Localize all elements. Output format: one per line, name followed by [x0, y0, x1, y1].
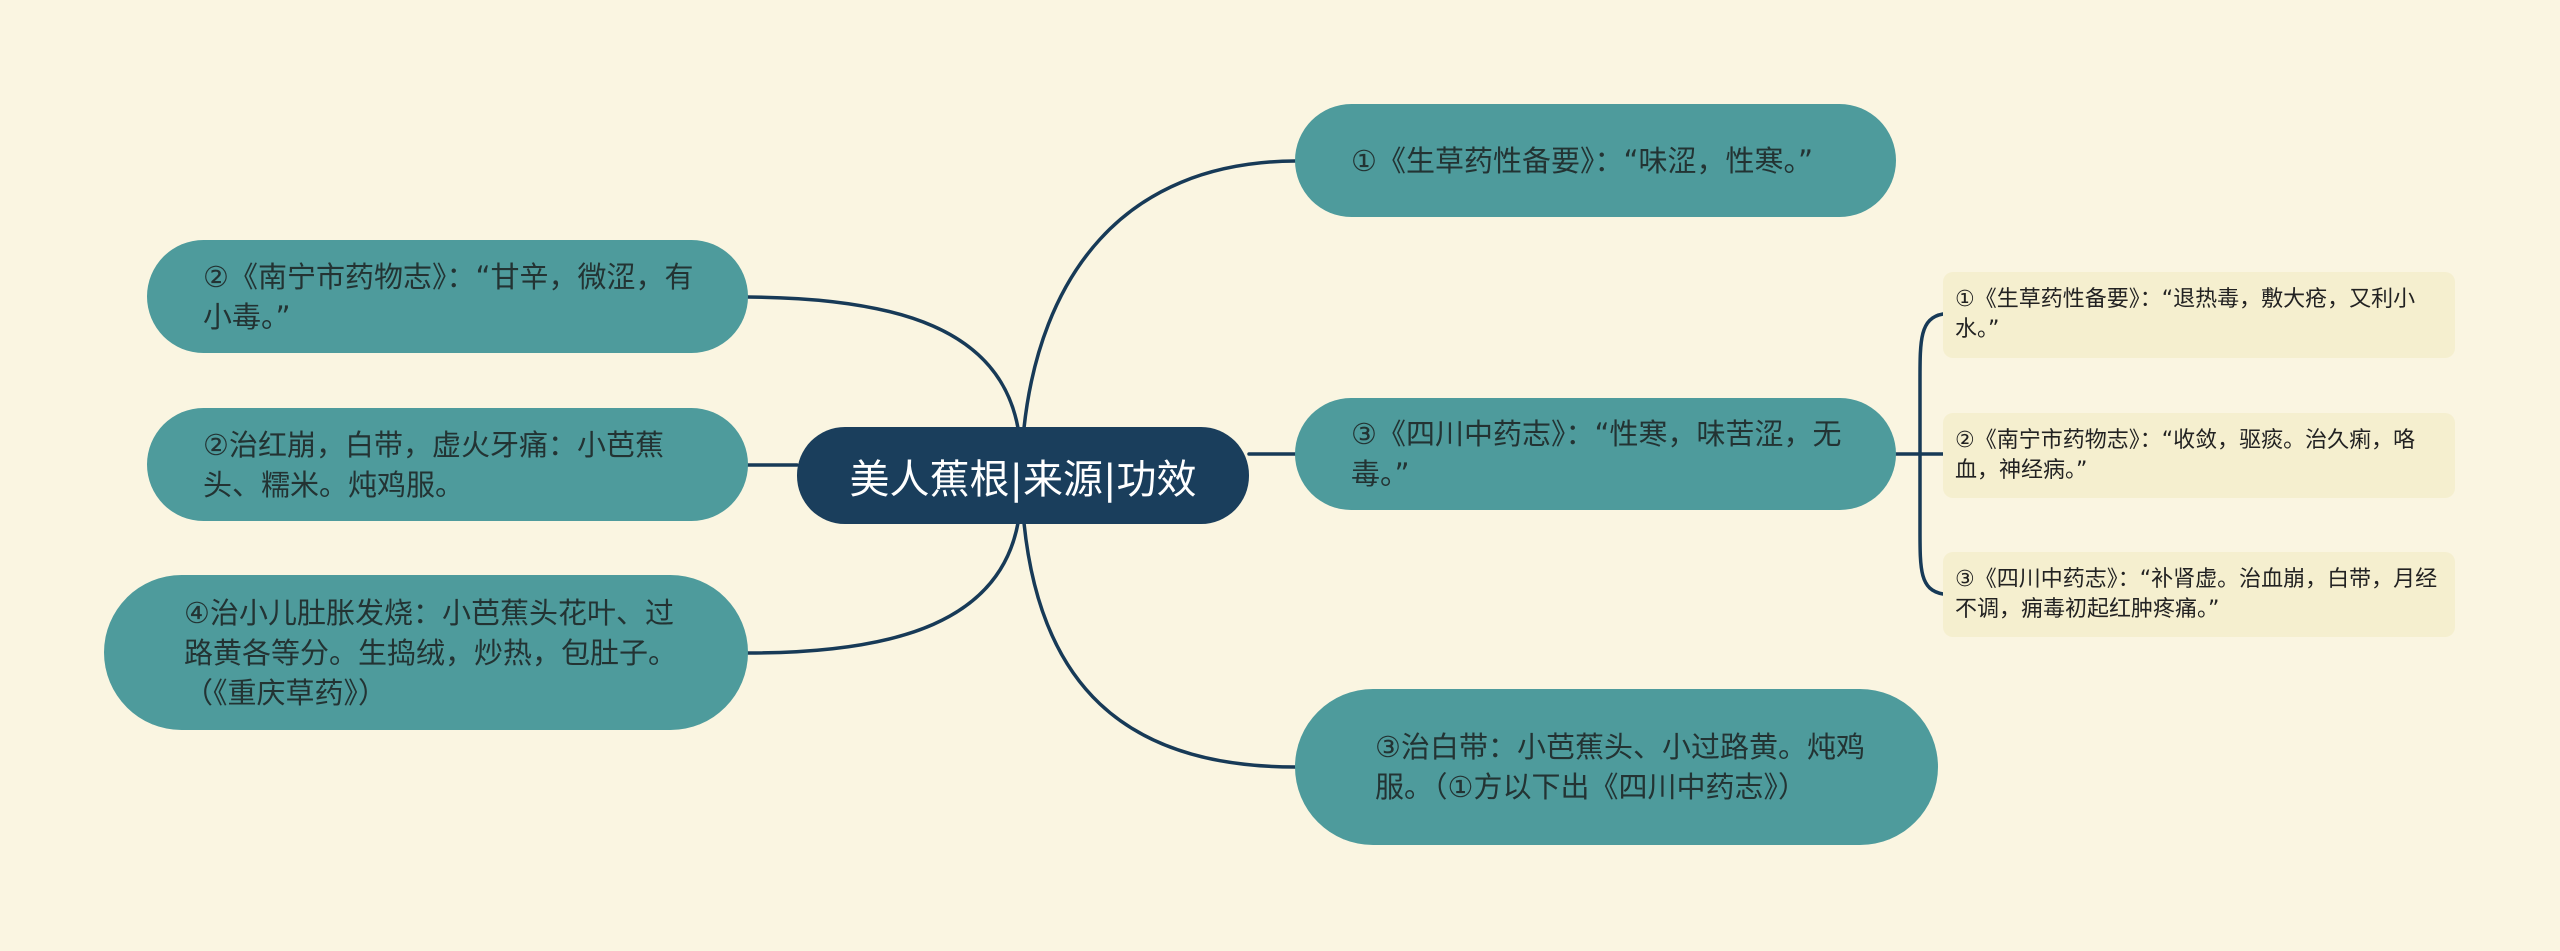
- branch-node-label: ②《南宁市药物志》：“甘辛，微涩，有小毒。”: [203, 259, 694, 334]
- branch-node-right-3[interactable]: ③治白带：小芭蕉头、小过路黄。炖鸡服。（①方以下出《四川中药志》）: [1295, 689, 1938, 845]
- leaf-node-label: ①《生草药性备要》：“退热毒，敷大疮，又利小水。”: [1955, 287, 2416, 342]
- branch-node-label: ③《四川中药志》：“性寒，味苦涩，无毒。”: [1351, 417, 1842, 491]
- branch-node-label: ②治红崩，白带，虚火牙痛：小芭蕉头、糯米。炖鸡服。: [203, 427, 664, 502]
- branch-node-left-2[interactable]: ②治红崩，白带，虚火牙痛：小芭蕉头、糯米。炖鸡服。: [147, 408, 748, 521]
- root-node-label: 美人蕉根|来源|功效: [849, 456, 1197, 503]
- branch-node-label: ④治小儿肚胀发烧：小芭蕉头花叶、过路黄各等分。生捣绒，炒热，包肚子。（《重庆草药…: [184, 595, 678, 710]
- connector-root-right-3: [1022, 521, 1297, 769]
- leaf-node-3[interactable]: ③《四川中药志》：“补肾虚。治血崩，白带，月经不调，痈毒初起红肿疼痛。”: [1943, 552, 2455, 637]
- connector-root-right-1: [1022, 159, 1297, 430]
- connector-bracket: [1918, 312, 1945, 596]
- leaf-node-label: ②《南宁市药物志》：“收敛，驱痰。治久痢，咯血，神经病。”: [1955, 427, 2416, 483]
- branch-node-label: ③治白带：小芭蕉头、小过路黄。炖鸡服。（①方以下出《四川中药志》）: [1375, 730, 1865, 804]
- connector-root-left-3: [746, 521, 1020, 655]
- branch-node-label: ①《生草药性备要》：“味涩，性寒。”: [1351, 143, 1814, 178]
- root-node[interactable]: 美人蕉根|来源|功效: [797, 427, 1249, 524]
- branch-node-left-3[interactable]: ④治小儿肚胀发烧：小芭蕉头花叶、过路黄各等分。生捣绒，炒热，包肚子。（《重庆草药…: [104, 575, 748, 730]
- branch-node-right-2[interactable]: ③《四川中药志》：“性寒，味苦涩，无毒。”: [1295, 398, 1896, 510]
- branch-node-left-1[interactable]: ②《南宁市药物志》：“甘辛，微涩，有小毒。”: [147, 240, 748, 353]
- leaf-node-label: ③《四川中药志》：“补肾虚。治血崩，白带，月经不调，痈毒初起红肿疼痛。”: [1955, 566, 2438, 622]
- leaf-node-2[interactable]: ②《南宁市药物志》：“收敛，驱痰。治久痢，咯血，神经病。”: [1943, 413, 2455, 498]
- connector-root-left-1: [746, 295, 1020, 430]
- leaf-node-1[interactable]: ①《生草药性备要》：“退热毒，敷大疮，又利小水。”: [1943, 272, 2455, 358]
- branch-node-right-1[interactable]: ①《生草药性备要》：“味涩，性寒。”: [1295, 104, 1896, 217]
